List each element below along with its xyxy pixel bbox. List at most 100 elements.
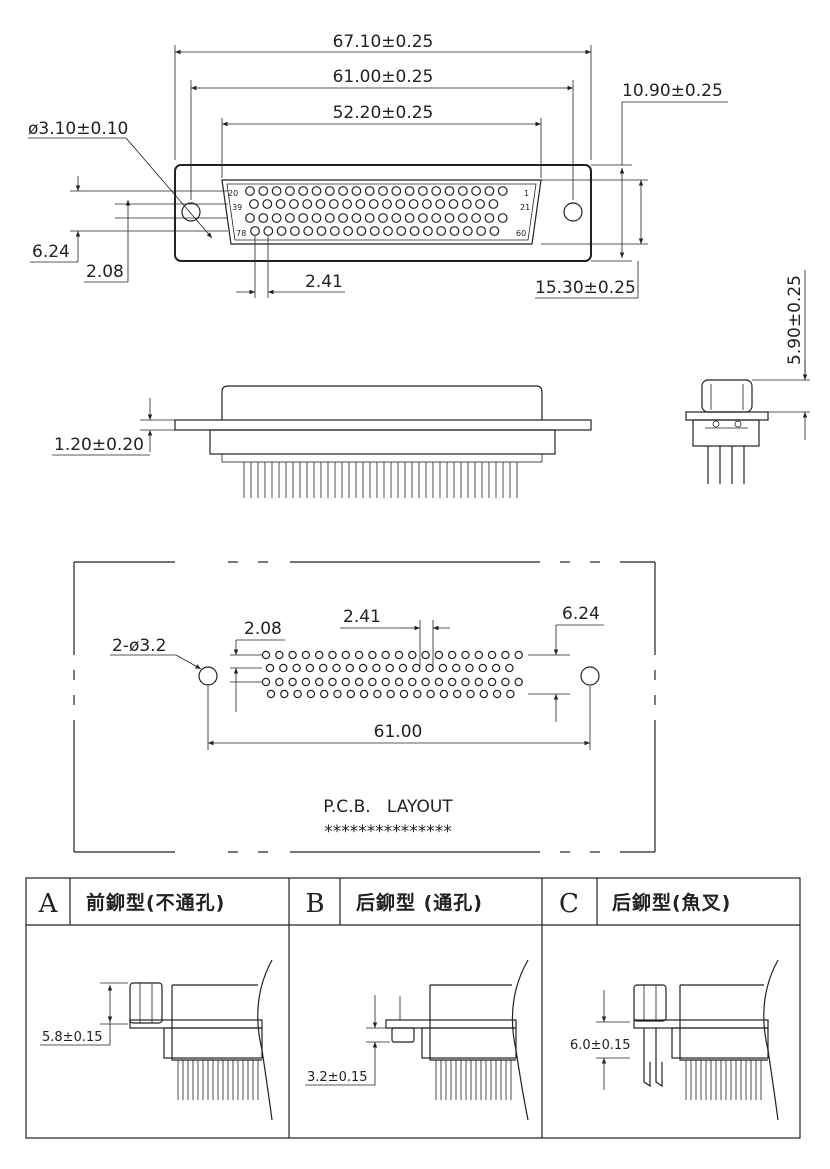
front-pin — [404, 213, 415, 223]
pcb-pin — [301, 677, 311, 687]
d-shell-inner — [226, 183, 537, 241]
front-pin — [285, 213, 295, 223]
front-pin — [395, 199, 406, 209]
pcb-border — [73, 561, 656, 853]
front-pin — [435, 199, 446, 209]
front-pin — [302, 199, 313, 209]
mount-letter-b: B — [305, 889, 324, 919]
front-pin — [263, 226, 274, 236]
front-pin — [249, 199, 259, 209]
pcb-dim-hole-spec: 2-ø3.2 — [112, 636, 166, 656]
mounting-hole-left — [181, 202, 201, 222]
front-pin — [383, 226, 393, 236]
pcb-pin — [413, 689, 422, 699]
pcb-pin — [426, 689, 435, 699]
pcb-pin — [319, 663, 328, 673]
front-pin — [275, 199, 286, 209]
front-pin — [364, 186, 375, 196]
pcb-pin — [386, 689, 395, 699]
pcb-pin — [478, 663, 487, 673]
front-pin — [368, 199, 379, 209]
front-pin — [328, 199, 339, 209]
front-pin — [497, 213, 508, 223]
pcb-pin — [381, 650, 390, 660]
pcb-pin — [381, 677, 390, 687]
pcb-pin — [280, 689, 289, 699]
end-shell — [701, 379, 753, 413]
pcb-pin — [461, 677, 470, 687]
front-pin — [351, 213, 362, 223]
pcb-pin — [292, 663, 301, 673]
pcb-pin — [306, 689, 316, 699]
side-pin-row — [243, 462, 518, 498]
pin-label-1: 1 — [524, 189, 529, 198]
pcb-pin — [315, 650, 324, 660]
pcb-pin — [328, 650, 337, 660]
front-pin — [356, 226, 367, 236]
pcb-pin — [345, 663, 354, 673]
pcb-pin — [301, 650, 311, 660]
dim-height-outer: 10.90±0.25 — [622, 81, 723, 101]
front-pin — [431, 213, 442, 223]
pcb-pin — [501, 650, 510, 660]
front-pin — [378, 186, 388, 196]
front-pin — [391, 186, 402, 196]
front-pin — [338, 186, 349, 196]
front-pin — [404, 186, 415, 196]
front-pin — [364, 213, 375, 223]
front-pin-field — [245, 186, 508, 236]
pcb-layout-title: P.C.B. LAYOUT — [323, 797, 453, 817]
dim-shell-width: 52.20±0.25 — [333, 103, 434, 123]
pcb-dim-hole-spacing: 61.00 — [374, 722, 423, 742]
front-pin — [476, 226, 487, 236]
front-pin — [448, 199, 459, 209]
pcb-pin — [421, 677, 430, 687]
front-pin — [489, 226, 500, 236]
pcb-pin — [501, 677, 510, 687]
dim-flange-height: 15.30±0.25 — [535, 278, 636, 298]
pcb-pin — [359, 689, 369, 699]
side-flange — [174, 419, 592, 431]
pcb-pin — [288, 677, 297, 687]
pcb-pin — [368, 650, 377, 660]
front-pin — [444, 213, 455, 223]
pcb-layout-stars: *************** — [324, 822, 452, 842]
mount-table: A 前鉚型(不通孔) B 后鉚型 (通孔) C 后鉚型(魚叉) 5.8±0.15 — [25, 877, 801, 1139]
front-pin — [311, 186, 322, 196]
pcb-pin — [275, 650, 284, 660]
dim-row-pitch-b: 2.08 — [86, 262, 124, 282]
front-pin — [271, 186, 282, 196]
front-pin — [262, 199, 273, 209]
front-pin — [471, 186, 482, 196]
front-pin — [444, 186, 455, 196]
pcb-pin — [265, 663, 275, 673]
dim-hole-spacing: 61.00±0.25 — [333, 67, 434, 87]
mount-dim-a: 5.8±0.15 — [42, 1030, 103, 1045]
pcb-pin — [320, 689, 329, 699]
pcb-hole-right — [580, 666, 600, 686]
pcb-pin — [434, 650, 444, 660]
front-pin — [343, 226, 354, 236]
pin-label-21: 21 — [520, 203, 530, 212]
pcb-pin — [398, 663, 408, 673]
pcb-pin — [305, 663, 315, 673]
front-pin — [258, 213, 269, 223]
front-pin — [315, 199, 326, 209]
front-pin — [457, 186, 468, 196]
pcb-pin — [474, 650, 483, 660]
front-pin — [396, 226, 407, 236]
side-body-inner — [221, 453, 543, 463]
front-pin — [285, 186, 295, 196]
dim-row-pitch-a: 6.24 — [32, 242, 70, 262]
side-body — [209, 429, 556, 455]
dim-overall-width: 67.10±0.25 — [333, 32, 434, 52]
pcb-pin — [487, 650, 497, 660]
front-pin — [422, 199, 432, 209]
front-pin — [461, 199, 472, 209]
pcb-pin — [399, 689, 409, 699]
front-pin — [338, 213, 349, 223]
dim-hole-diameter: ø3.10±0.10 — [28, 119, 128, 139]
pcb-pin — [315, 677, 324, 687]
front-pin — [290, 226, 300, 236]
